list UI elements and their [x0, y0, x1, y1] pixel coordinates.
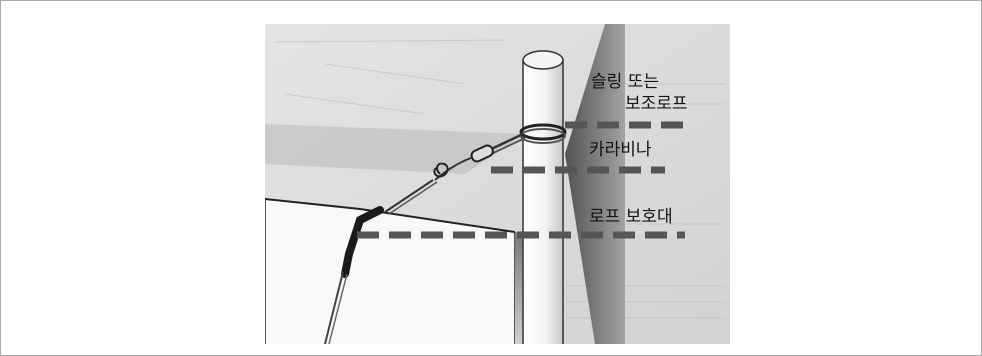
roof-shadow	[265, 124, 525, 174]
pole-top	[522, 50, 564, 70]
pole	[522, 59, 564, 344]
wall-edge	[265, 198, 516, 233]
wall-block	[265, 199, 515, 344]
rope-protector	[341, 206, 384, 278]
rope-protector-label: 로프 보호대	[589, 207, 673, 227]
sling-label-line2: 보조로프	[625, 94, 688, 114]
rope-knot	[433, 162, 449, 178]
carabiner	[470, 144, 494, 163]
anchor-diagram-svg	[265, 24, 730, 344]
sling-label-line1: 슬링 또는	[591, 72, 659, 92]
hanging-rope	[324, 271, 344, 344]
sling-loop	[519, 123, 567, 141]
carabiner-label: 카라비나	[589, 140, 652, 160]
pole-shadow	[565, 24, 625, 344]
rope-anchor-illustration: 슬링 또는 보조로프 카라비나 로프 보호대	[265, 24, 730, 344]
